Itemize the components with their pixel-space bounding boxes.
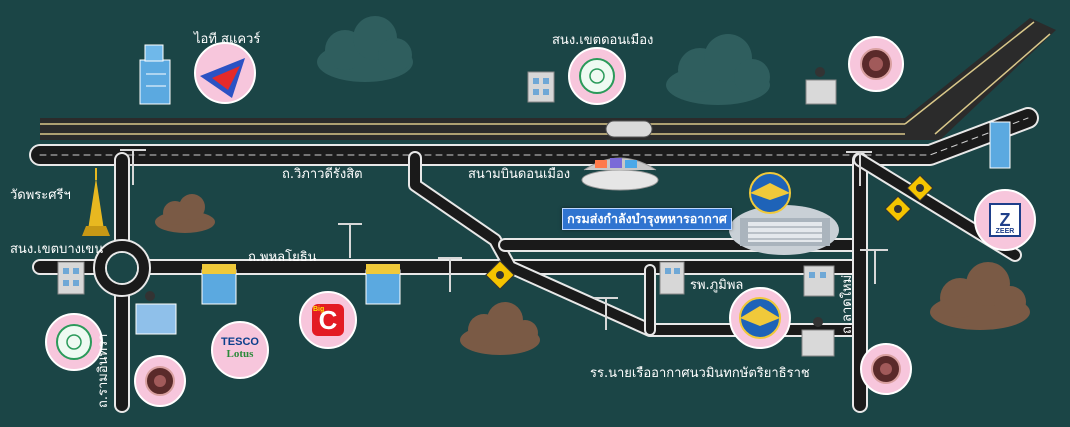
air-force-emblem-icon — [739, 297, 781, 339]
district-office-building-icon — [527, 71, 555, 103]
cloud-icon — [930, 262, 1030, 330]
label-school-navy-air: รร.นายเรืออากาศนวมินทกษัตริยาธิราช — [590, 366, 810, 381]
label-hq-support: กรมส่งกำลังบำรุงทหารอากาศ — [562, 208, 732, 230]
cloud-icon — [666, 34, 770, 105]
district-office-building-icon — [989, 121, 1011, 169]
cloud-icon — [317, 16, 413, 82]
hq-building-complex-icon — [729, 205, 839, 255]
it-square-building-icon — [139, 44, 171, 105]
label-sanong-bang-khen: สนง.เขตบางเขน — [10, 242, 104, 257]
label-road-vibhavadi: ถ.วิภาวดีรังสิต — [282, 167, 363, 182]
fuel-station-icon — [906, 174, 934, 202]
hospital-building-icon — [659, 261, 685, 295]
street-lamp-icon — [846, 151, 872, 186]
airport-terminal-icon — [581, 157, 659, 191]
label-don-mueang-airport: สนามบินดอนเมือง — [468, 167, 571, 182]
tesco-logo-text: TESCO Lotus — [218, 336, 262, 360]
police-station-icon — [801, 317, 835, 357]
big-c-logo-text: C — [318, 305, 338, 335]
roundabout — [93, 239, 151, 297]
it-square-logo-icon — [200, 58, 245, 98]
shopping-mall-icon — [365, 264, 401, 305]
police-badge-icon — [145, 366, 175, 396]
street-lamp-icon — [594, 297, 618, 330]
police-badge-icon — [860, 48, 892, 80]
street-lamp-icon — [338, 223, 362, 258]
railway — [40, 18, 1056, 140]
fuel-station-icon — [485, 260, 515, 290]
air-force-emblem-icon — [749, 172, 791, 214]
label-road-lat-phrao-nai: ถ.ลาดใหม่ — [840, 274, 855, 334]
street-lamp-icon — [438, 257, 462, 292]
svg-text:Z: Z — [1000, 210, 1011, 230]
big-c-logo-icon — [312, 304, 344, 336]
shopping-mall-icon — [201, 264, 237, 305]
street-lamp-icon — [120, 149, 146, 185]
label-sanong-don-mueang: สนง.เขตดอนเมือง — [552, 33, 654, 48]
police-station-icon — [805, 67, 837, 105]
big-c-logo-small: Big — [313, 306, 325, 313]
cloud-icon — [460, 302, 540, 355]
fuel-station-icon — [884, 195, 912, 223]
hospital-building-icon — [803, 265, 835, 297]
street-lamp-icon — [860, 249, 888, 284]
label-bhumibol-hospital: รพ.ภูมิพล — [690, 278, 744, 293]
district-seal-icon — [56, 324, 92, 360]
police-station-icon — [135, 291, 177, 335]
zeer-logo-text: ZEER — [995, 228, 1015, 235]
district-seal-icon — [579, 58, 615, 94]
label-road-ram-intra: ถ.รามอินทรา — [96, 333, 111, 408]
tesco-logo-line2: Lotus — [226, 348, 254, 360]
police-badge-icon — [871, 354, 901, 384]
tesco-logo-marker — [211, 321, 269, 379]
tesco-logo-line1: TESCO — [221, 336, 259, 348]
pagoda-icon — [82, 168, 110, 236]
district-office-building-icon — [57, 261, 85, 295]
label-road-phahonyothin: ถ.พหลโยธิน — [248, 250, 317, 265]
zeer-logo-icon: Z — [989, 203, 1021, 237]
label-wat-phra-si: วัดพระศรีฯ — [10, 188, 71, 203]
cloud-icon — [155, 194, 215, 233]
label-it-square: ไอที สแควร์ — [194, 32, 261, 47]
